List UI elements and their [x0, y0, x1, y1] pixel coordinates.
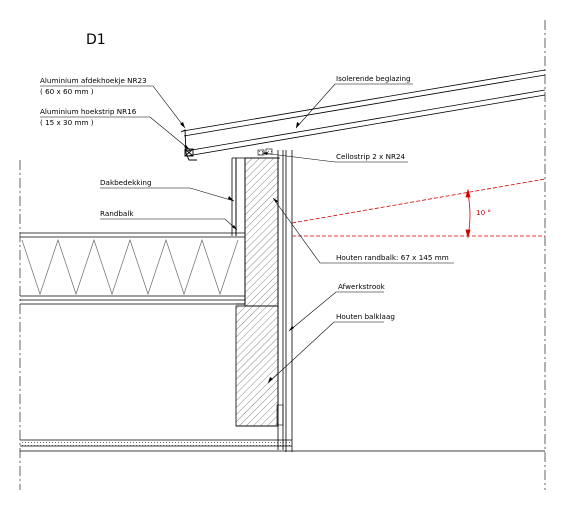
leader-lines [40, 83, 454, 384]
label-afdekhoekje-size: ( 60 x 60 mm ) [40, 87, 94, 96]
label-afdekhoekje: Aluminium afdekhoekje NR23 [40, 76, 147, 85]
aluminium-cap [180, 129, 197, 161]
label-hoekstrip: Aluminium hoekstrip NR16 [40, 107, 137, 116]
label-dakbedekking: Dakbedekking [100, 178, 152, 187]
frame-lines [19, 20, 546, 490]
insulation-zigzag [21, 239, 239, 295]
label-randbalk: Randbalk [100, 209, 134, 218]
label-afwerkstrook: Afwerkstrook [338, 282, 386, 291]
label-houten-balklaag: Houten balklaag [336, 312, 395, 321]
sheet-title: D1 [86, 32, 106, 48]
houten-randbalk [244, 157, 279, 307]
angle-label: 10 ° [476, 208, 491, 217]
label-beglazing: Isolerende beglazing [336, 74, 411, 83]
leader-arrows [180, 122, 300, 383]
insulated-glazing [182, 69, 546, 157]
afwerk-block [276, 404, 284, 426]
label-houten-randbalk: Houten randbalk: 67 x 145 mm [336, 253, 449, 262]
label-cellostrip: Cellostrip 2 x NR24 [336, 152, 406, 161]
label-hoekstrip-size: ( 15 x 30 mm ) [40, 118, 94, 127]
houten-balklaag [235, 305, 279, 427]
angle-dimension [291, 178, 546, 239]
roof-buildup [20, 232, 246, 305]
